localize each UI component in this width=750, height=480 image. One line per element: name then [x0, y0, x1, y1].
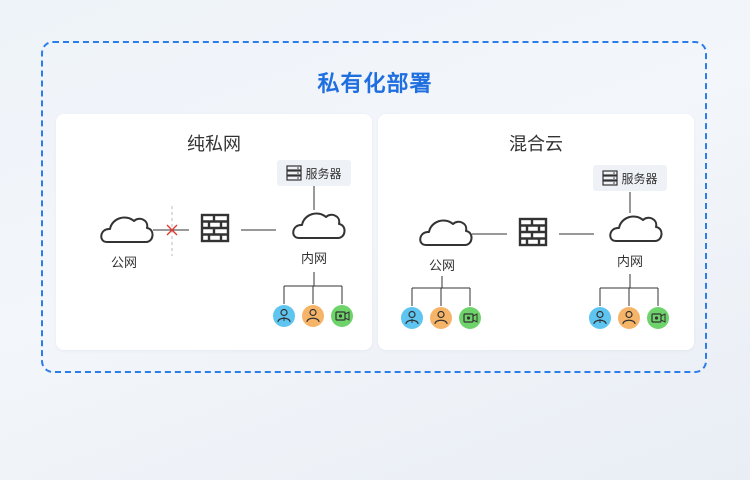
device-tree [599, 274, 659, 306]
panel-hybrid-cloud: 混合云 [378, 114, 694, 350]
server-label: 服务器 [305, 166, 342, 181]
blocked-connection-icon [166, 224, 178, 236]
network-diagram [401, 192, 669, 329]
deployment-frame [41, 41, 707, 373]
firewall-icon [518, 217, 548, 247]
user-icon [401, 307, 423, 329]
camera-icon [647, 307, 669, 329]
panel-title: 纯私网 [187, 134, 241, 155]
panel-private-network: 纯私网 [56, 114, 372, 350]
cloud-icon [292, 212, 346, 239]
network-diagram [100, 186, 353, 327]
server-label: 服务器 [621, 171, 658, 186]
user-icon [273, 305, 295, 327]
user-icon [618, 307, 640, 329]
user-icon [589, 307, 611, 329]
server-icon [286, 165, 303, 181]
user-icon [430, 307, 452, 329]
server-node: 服务器 [593, 165, 667, 191]
camera-icon [459, 307, 481, 329]
intranet-label: 内网 [300, 252, 328, 267]
firewall-icon [200, 213, 230, 243]
camera-icon [331, 305, 353, 327]
intranet-label: 内网 [616, 255, 644, 270]
panel-title: 混合云 [509, 134, 563, 155]
public-network-label: 公网 [110, 256, 138, 271]
device-tree [411, 276, 471, 306]
page-title: 私有化部署 [317, 72, 433, 97]
server-icon [602, 170, 619, 186]
device-tree [283, 272, 343, 304]
cloud-icon [609, 215, 663, 242]
user-icon [302, 305, 324, 327]
cloud-icon [419, 219, 473, 246]
server-node: 服务器 [277, 160, 351, 186]
cloud-icon [100, 216, 154, 243]
public-network-label: 公网 [428, 259, 456, 274]
